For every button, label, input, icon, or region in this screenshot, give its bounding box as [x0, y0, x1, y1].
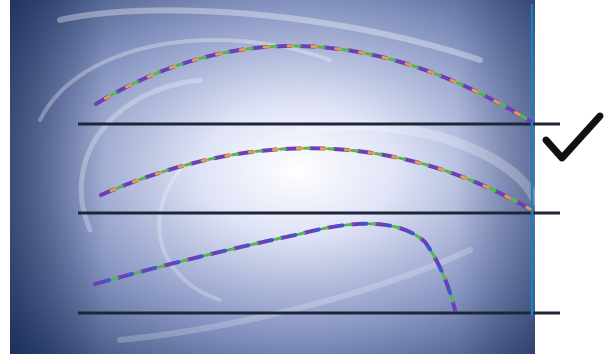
panel-shading: [10, 0, 535, 354]
check-icon: [542, 112, 604, 162]
swirl-highlights: [38, 7, 540, 343]
trajectory-segments: [93, 44, 532, 312]
